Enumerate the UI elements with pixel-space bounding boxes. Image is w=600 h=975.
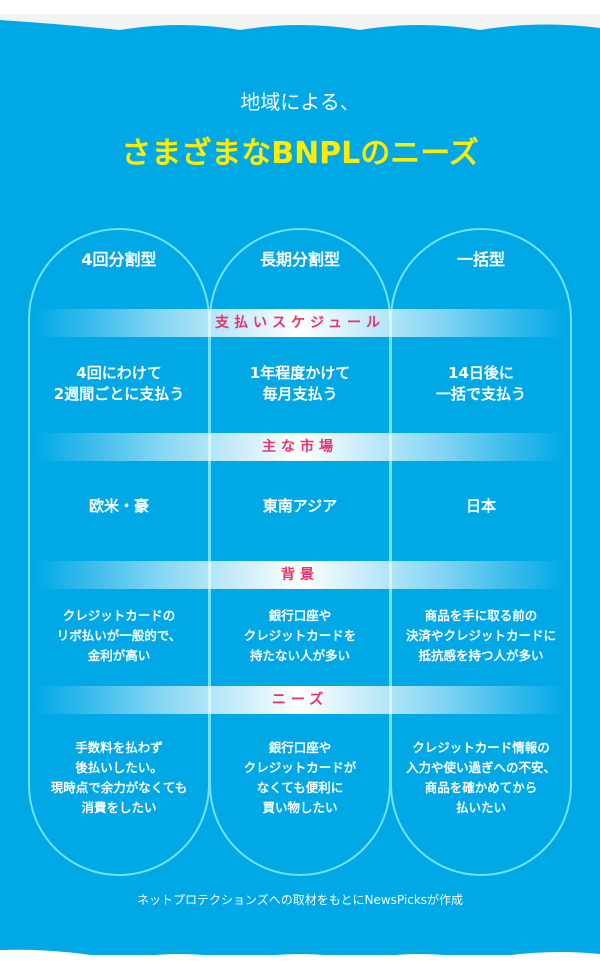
top-wave-edge xyxy=(0,14,600,30)
needs-cell: 銀行口座や クレジットカードが なくても便利に 買い物したい xyxy=(243,740,357,815)
band-background: 背景 xyxy=(35,561,565,589)
market-cell: 欧米・豪 xyxy=(88,497,149,515)
source-footer: ネットプロテクションズへの取材をもとにNewsPicksが作成 xyxy=(136,893,464,907)
background-cell: クレジットカードの リボ払いが一般的で、 金利が高い xyxy=(56,608,182,663)
schedule-cell: 4回にわけて 2週間ごとに支払う xyxy=(53,364,185,403)
title-line-2: さまざまなBNPLのニーズ xyxy=(121,136,479,171)
band-market: 主な市場 xyxy=(35,433,565,461)
background-cell: 商品を手に取る前の 決済やクレジットカードに 抵抗感を持つ人が多い xyxy=(405,608,556,663)
background-cell: 銀行口座や クレジットカードを 持たない人が多い xyxy=(243,608,357,663)
schedule-cell: 1年程度かけて 毎月支払う xyxy=(249,364,351,403)
band-needs: ニーズ xyxy=(35,686,565,714)
column-header: 4回分割型 xyxy=(81,250,157,269)
bottom-wave-edge xyxy=(0,949,600,966)
title-line-1: 地域による、 xyxy=(240,90,360,114)
needs-cell: クレジットカード情報の 入力や使い過ぎへの不安、 商品を確かめてから 払いたい xyxy=(405,740,556,815)
market-cell: 東南アジア xyxy=(262,497,338,515)
column-capsule-3 xyxy=(390,228,572,876)
column-header: 長期分割型 xyxy=(259,250,340,269)
schedule-cell: 14日後に 一括で支払う xyxy=(435,364,526,403)
column-header: 一括型 xyxy=(456,250,505,269)
market-cell: 日本 xyxy=(465,497,496,515)
band-schedule: 支払いスケジュール xyxy=(35,309,565,337)
needs-cell: 手数料を払わず 後払いしたい。 現時点で余力がなくても 消費をしたい xyxy=(50,740,188,815)
